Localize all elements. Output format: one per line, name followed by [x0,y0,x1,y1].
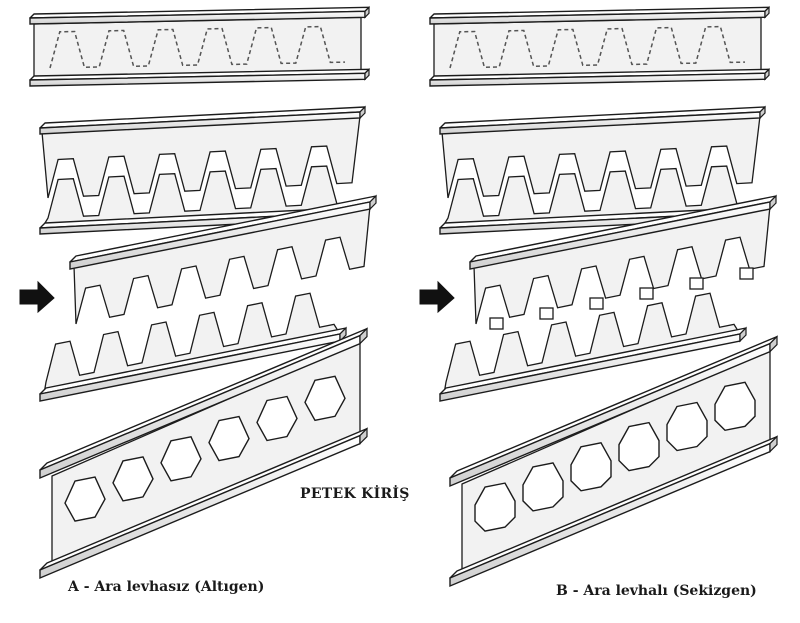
panel-b-stage-1 [429,5,770,87]
flange-end-face [359,105,366,120]
panel-b-caption: B - Ara levhalı (Sekizgen) [556,583,757,599]
panel-a-caption: A - Ara levhasız (Altıgen) [68,579,265,595]
lower-half-web [443,292,742,395]
spacer-plate [639,287,654,300]
hexagonal-opening [160,436,202,482]
spacer-plate [489,317,504,330]
lower-half-web [43,292,342,395]
octagonal-opening [570,442,612,492]
flange-end-face [769,335,778,354]
flange-end-face [769,435,778,454]
hexagonal-opening [256,395,298,442]
flange-end-face [369,194,377,211]
hexagonal-opening [208,415,250,462]
flange-end-face [764,67,770,81]
octagonal-opening [714,381,756,432]
hexagonal-opening [64,476,106,522]
octagonal-opening [474,482,516,532]
hexagonal-opening [112,456,154,502]
flange-end-face [339,326,347,343]
upper-half-web [73,205,371,325]
figure-title: PETEK KİRİŞ [300,486,410,502]
arrow-right-icon [419,280,455,314]
upper-half-web [41,115,361,199]
hexagonal-opening [304,375,346,422]
panel-b-stage-2 [439,105,766,235]
arrow-right-icon [19,280,55,314]
panel-b-stage-3 [419,194,777,402]
panel-a-stage-4 [39,327,368,580]
panel-a-stage-1 [29,5,370,87]
spacer-plate [689,277,704,290]
upper-half-web [441,115,761,199]
flange-end-face [769,194,777,211]
flange-end-face [359,427,368,446]
spacer-plate [739,267,754,280]
flange-end-face [359,327,368,346]
spacer-plate [589,297,604,310]
flange-end-face [739,326,747,343]
flange-end-face [764,5,770,19]
panel-a-stage-2 [39,105,366,235]
octagonal-opening [522,462,564,512]
cut-line [449,25,746,69]
upper-half-web [473,205,771,325]
spacer-plate [539,307,554,320]
panel-a-stage-3 [19,194,377,402]
flange-end-face [364,5,370,19]
flange-end-face [364,67,370,81]
cut-line [49,25,346,69]
panel-b-stage-4 [449,335,778,588]
flange-end-face [759,105,766,120]
octagonal-opening [618,421,660,472]
octagonal-opening [666,401,708,452]
